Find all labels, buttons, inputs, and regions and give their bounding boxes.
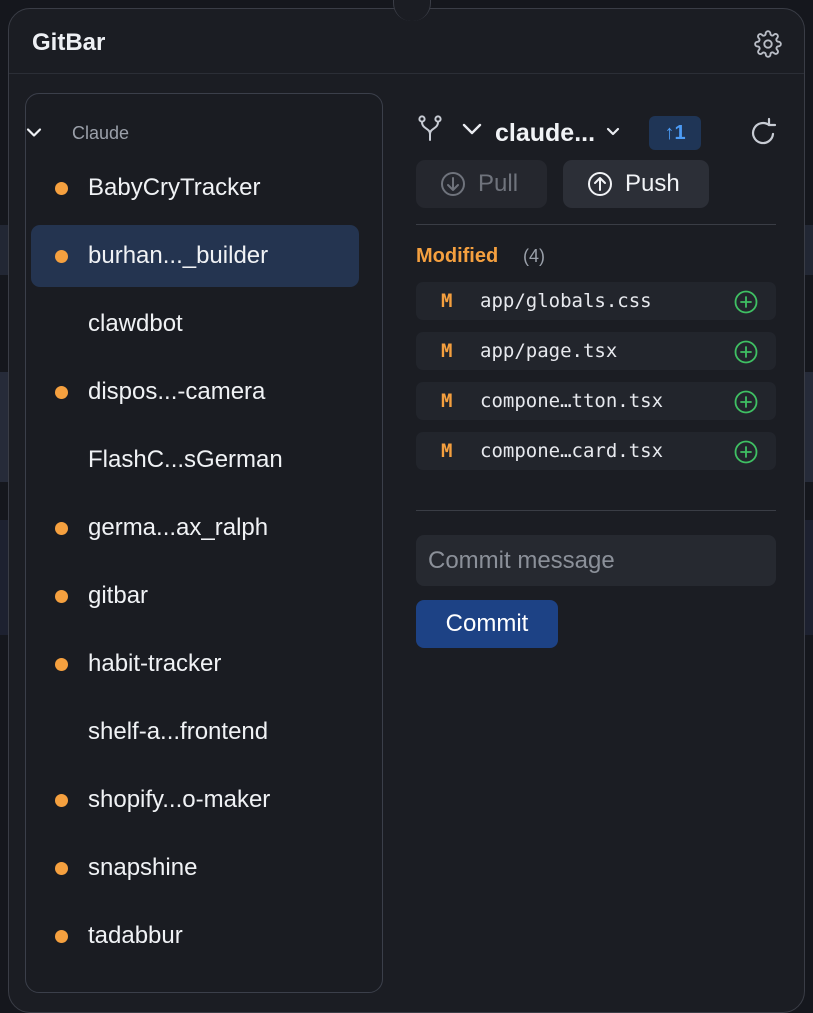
stage-file-plus-icon[interactable] [734, 390, 758, 414]
sidebar-item-repo[interactable]: FlashC...sGerman [31, 429, 359, 491]
stage-file-plus-icon[interactable] [734, 290, 758, 314]
commit-button[interactable]: Commit [416, 600, 558, 648]
chevron-down-icon[interactable] [461, 121, 483, 137]
gitbar-popover: GitBar Claude BabyCryTracker burhan..._bu… [8, 0, 805, 1013]
push-button[interactable]: Push [563, 160, 709, 208]
chevron-down-icon [26, 128, 42, 137]
group-label: Claude [72, 122, 130, 143]
repo-name: snapshine [88, 854, 198, 881]
file-path: compone…tton.tsx [480, 390, 664, 412]
branch-name[interactable]: claude... [495, 119, 596, 147]
sidebar-item-repo[interactable]: gitbar [31, 565, 359, 627]
repo-name: BabyCryTracker [88, 174, 261, 201]
repo-name: germa...ax_ralph [88, 514, 269, 541]
changes-indicator-dot [55, 589, 68, 603]
repo-name: dispos...-camera [88, 378, 266, 405]
sidebar-item-repo[interactable]: germa...ax_ralph [31, 497, 359, 559]
changes-indicator-dot [55, 249, 68, 263]
repo-name: clawdbot [88, 310, 183, 337]
repo-name: shelf-a...frontend [88, 718, 269, 745]
changes-indicator-dot [55, 181, 68, 195]
branch-fork-icon [418, 115, 442, 141]
stage-file-plus-icon[interactable] [734, 440, 758, 464]
file-path: app/globals.css [480, 290, 652, 312]
sidebar-item-repo[interactable]: shopify...o-maker [31, 769, 359, 831]
sidebar-item-repo[interactable]: shelf-a...frontend [31, 701, 359, 763]
modified-count: (4) [523, 246, 545, 266]
divider [416, 224, 776, 225]
sidebar-item-repo[interactable]: clawdbot [31, 293, 359, 355]
file-path: compone…card.tsx [480, 440, 664, 462]
push-icon [588, 172, 612, 196]
ahead-count-badge: ↑1 [649, 116, 701, 150]
file-status-badge: M [441, 290, 453, 312]
changes-indicator-dot [55, 521, 68, 535]
modified-section-title: Modified [416, 245, 499, 267]
changes-indicator-dot [55, 793, 68, 807]
push-label: Push [625, 170, 680, 197]
commit-message-input[interactable] [416, 535, 776, 586]
app-title: GitBar [32, 29, 106, 56]
changes-indicator-dot [55, 385, 68, 399]
sidebar-item-repo[interactable]: BabyCryTracker [31, 157, 359, 219]
pull-label: Pull [478, 170, 519, 197]
changes-indicator-dot [55, 657, 68, 671]
settings-button[interactable] [753, 29, 783, 59]
sidebar-item-repo[interactable]: dispos...-camera [31, 361, 359, 423]
repo-name: FlashC...sGerman [88, 446, 283, 473]
stage-file-plus-icon[interactable] [734, 340, 758, 364]
sidebar-item-repo[interactable]: snapshine [31, 837, 359, 899]
group-header-claude[interactable]: Claude [26, 118, 382, 148]
repo-name: shopify...o-maker [88, 786, 271, 813]
sidebar-item-repo[interactable]: tadabbur [31, 905, 359, 967]
file-status-badge: M [441, 340, 453, 362]
sidebar-item-repo[interactable]: burhan..._builder [31, 225, 359, 287]
file-status-badge: M [441, 440, 453, 462]
file-status-badge: M [441, 390, 453, 412]
popover-arrow [393, 0, 431, 21]
branch-menu-chevron-icon[interactable] [605, 126, 621, 138]
divider [416, 510, 776, 511]
header-divider [9, 73, 804, 74]
repo-name: gitbar [88, 582, 149, 609]
gear-icon [754, 30, 782, 58]
file-path: app/page.tsx [480, 340, 618, 362]
repo-name: habit-tracker [88, 650, 222, 677]
pull-button[interactable]: Pull [416, 160, 547, 208]
repo-name: burhan..._builder [88, 242, 269, 269]
repo-name: tadabbur [88, 922, 183, 949]
changes-indicator-dot [55, 861, 68, 875]
changes-indicator-dot [55, 929, 68, 943]
sidebar-item-repo[interactable]: habit-tracker [31, 633, 359, 695]
refresh-icon[interactable] [747, 117, 779, 149]
pull-icon [441, 172, 465, 196]
